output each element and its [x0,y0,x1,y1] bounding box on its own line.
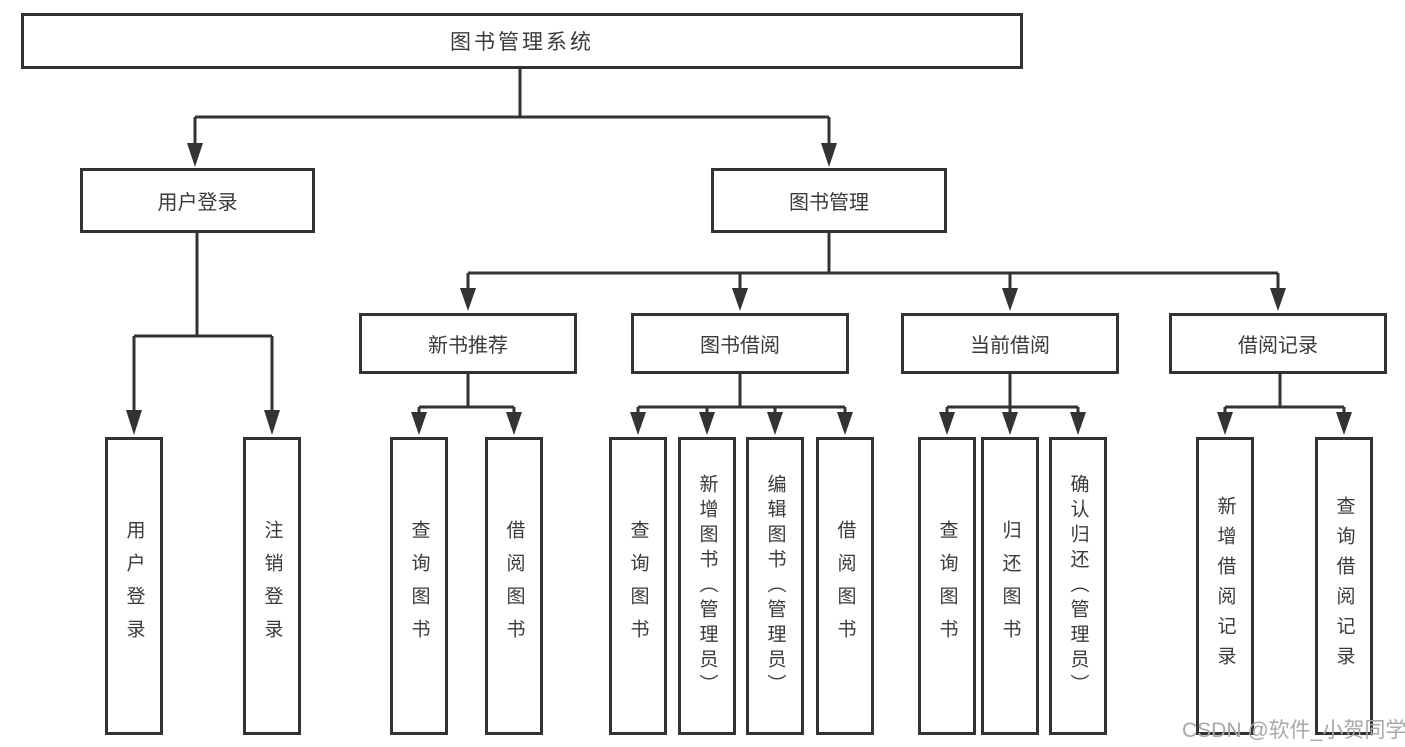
leaf-query-books-recommend-label: 查询图书 [408,520,430,652]
node-book-management-branch: 图书管理 [711,168,947,233]
leaf-logout-label: 注销登录 [261,520,283,652]
node-user-login-branch-label: 用户登录 [157,192,238,214]
leaf-user-login: 用户登录 [105,437,163,735]
leaf-add-books-admin-label: 新增图书（管理员） [696,473,718,699]
node-book-borrow-label: 图书借阅 [700,335,780,357]
node-user-login-branch: 用户登录 [80,168,315,233]
leaf-add-books-admin: 新增图书（管理员） [678,437,736,735]
node-book-management-branch-label: 图书管理 [789,192,869,214]
node-borrow-records: 借阅记录 [1169,313,1387,374]
leaf-logout: 注销登录 [243,437,301,735]
leaf-edit-books-admin-label: 编辑图书（管理员） [764,473,786,699]
leaf-query-books-current: 查询图书 [918,437,976,735]
leaf-confirm-return-admin-label: 确认归还（管理员） [1067,473,1089,699]
node-root: 图书管理系统 [21,13,1023,69]
leaf-confirm-return-admin: 确认归还（管理员） [1049,437,1107,735]
node-current-borrow-label: 当前借阅 [970,335,1050,357]
leaf-query-borrow-record: 查询借阅记录 [1315,437,1373,735]
node-book-borrow: 图书借阅 [631,313,849,374]
node-root-label: 图书管理系统 [450,31,594,54]
leaf-borrow-books: 借阅图书 [816,437,874,735]
leaf-query-books-recommend: 查询图书 [390,437,448,735]
node-new-book-recommend-label: 新书推荐 [428,335,508,357]
leaf-user-login-label: 用户登录 [123,520,145,652]
node-borrow-records-label: 借阅记录 [1238,335,1318,357]
leaf-return-books: 归还图书 [981,437,1039,735]
leaf-add-borrow-record: 新增借阅记录 [1196,437,1254,735]
watermark: CSDN @软件_小贺同学 [1182,719,1405,742]
leaf-query-books-current-label: 查询图书 [936,520,958,652]
leaf-query-borrow-record-label: 查询借阅记录 [1333,496,1355,676]
leaf-return-books-label: 归还图书 [999,520,1021,652]
leaf-borrow-books-recommend-label: 借阅图书 [503,520,525,652]
leaf-add-borrow-record-label: 新增借阅记录 [1214,496,1236,676]
leaf-borrow-books-label: 借阅图书 [834,520,856,652]
node-new-book-recommend: 新书推荐 [359,313,577,374]
leaf-query-books-borrow-label: 查询图书 [627,520,649,652]
leaf-borrow-books-recommend: 借阅图书 [485,437,543,735]
leaf-edit-books-admin: 编辑图书（管理员） [746,437,804,735]
node-current-borrow: 当前借阅 [901,313,1119,374]
leaf-query-books-borrow: 查询图书 [609,437,667,735]
